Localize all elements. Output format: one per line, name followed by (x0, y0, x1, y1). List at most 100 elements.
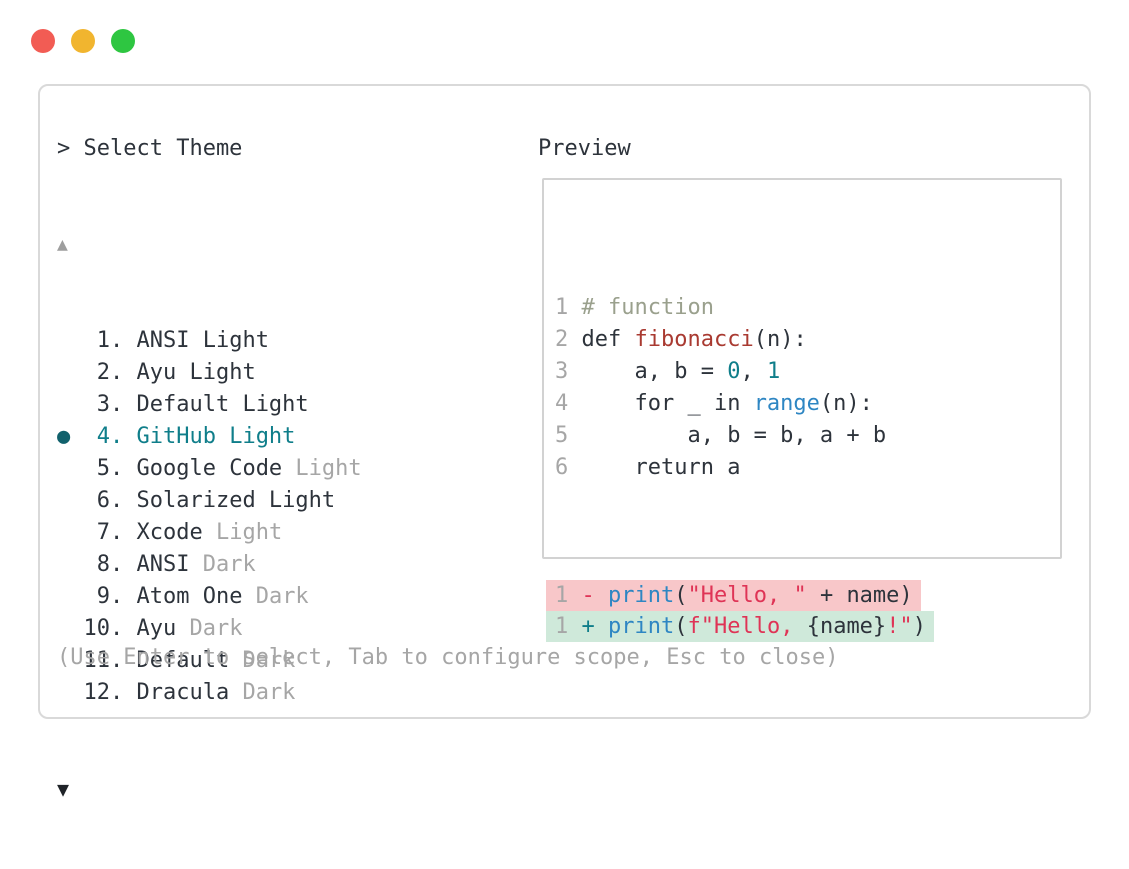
code-token-plain: return a (581, 455, 741, 480)
theme-name: Ayu (136, 616, 177, 641)
preview-title: Preview (538, 136, 631, 161)
bullet-slot (57, 360, 84, 385)
code-token-plain: def (581, 327, 635, 352)
code-token-plain: a, b = (581, 359, 728, 384)
code-token-plain: ( (674, 583, 688, 608)
theme-number: 10. (83, 616, 137, 641)
theme-option[interactable]: 2. Ayu Light (57, 357, 362, 389)
theme-variant: Light (202, 520, 283, 545)
theme-name: Dracula (136, 680, 230, 705)
theme-option[interactable]: 12. Dracula Dark (57, 677, 362, 709)
keyboard-hint: (Use Enter to select, Tab to configure s… (57, 645, 839, 670)
theme-name: Google Code (136, 456, 283, 481)
bullet-slot (57, 328, 84, 353)
diff-sign-icon: - (581, 583, 608, 608)
bullet-slot (57, 552, 84, 577)
code-line: 3 a, b = 0, 1 (555, 356, 934, 388)
code-token-builtin: print (608, 583, 675, 608)
line-number: 3 (555, 359, 582, 384)
code-token-comment: # function (581, 295, 714, 320)
bullet-slot (57, 616, 84, 641)
select-theme-title: > Select Theme (57, 136, 243, 161)
code-line: 1 # function (555, 292, 934, 324)
bullet-slot (57, 680, 84, 705)
code-line: 6 return a (555, 452, 934, 484)
scroll-down-icon[interactable]: ▼ (57, 777, 70, 801)
theme-list: ▲ 1. ANSI Light 2. Ayu Light 3. Default … (57, 165, 362, 869)
diff-line-removed: 1 - print("Hello, " + name) (546, 580, 921, 611)
zoom-icon[interactable] (111, 29, 135, 53)
code-token-plain: a, b = b, a + b (581, 423, 887, 448)
code-token-string: !" (886, 614, 913, 639)
theme-option[interactable]: 11. Default Dark (57, 645, 362, 677)
code-token-number: 1 (766, 359, 781, 384)
minimize-icon[interactable] (71, 29, 95, 53)
code-line: 5 a, b = b, a + b (555, 420, 934, 452)
theme-option[interactable]: 3. Default Light (57, 389, 362, 421)
theme-picker-window: > Select Theme Preview ▲ 1. ANSI Light 2… (38, 84, 1091, 801)
code-token-string: f"Hello, (687, 614, 807, 639)
theme-number: 12. (83, 680, 137, 705)
selected-bullet-icon: ● (57, 424, 84, 449)
bullet-slot (57, 520, 84, 545)
code-token-string: "Hello, " (687, 583, 807, 608)
theme-variant: Dark (229, 648, 296, 673)
bullet-slot (57, 456, 84, 481)
theme-option[interactable]: 7. Xcode Light (57, 517, 362, 549)
window-controls (31, 29, 135, 53)
theme-option[interactable]: 10. Ayu Dark (57, 613, 362, 645)
code-token-builtin: range (753, 391, 820, 416)
diff-sign-icon: + (581, 614, 608, 639)
bullet-slot (57, 488, 84, 513)
theme-number: 11. (83, 648, 137, 673)
theme-number: 7. (83, 520, 137, 545)
theme-number: 9. (83, 584, 137, 609)
code-token-plain: ) (912, 614, 926, 639)
code-token-plain: (n): (819, 391, 873, 416)
theme-name: Xcode (136, 520, 203, 545)
theme-number: 6. (83, 488, 137, 513)
theme-name: Ayu Light (136, 360, 256, 385)
code-token-number: 0 (727, 359, 741, 384)
code-token-function: fibonacci (634, 327, 754, 352)
theme-option[interactable]: ● 4. GitHub Light (57, 421, 362, 453)
theme-variant: Dark (189, 552, 256, 577)
theme-option[interactable]: 9. Atom One Dark (57, 581, 362, 613)
theme-option[interactable]: 6. Solarized Light (57, 485, 362, 517)
code-line: 2 def fibonacci(n): (555, 324, 934, 356)
theme-number: 5. (83, 456, 137, 481)
theme-number: 4. (83, 424, 137, 449)
line-number: 1 (555, 614, 582, 639)
theme-name: ANSI (136, 552, 190, 577)
theme-variant: Dark (176, 616, 243, 641)
theme-name: Solarized Light (136, 488, 336, 513)
theme-option[interactable]: 5. Google Code Light (57, 453, 362, 485)
theme-variant: Dark (242, 584, 309, 609)
theme-option[interactable]: 8. ANSI Dark (57, 549, 362, 581)
bullet-slot (57, 392, 84, 417)
close-icon[interactable] (31, 29, 55, 53)
theme-number: 1. (83, 328, 137, 353)
code-token-plain: , (740, 359, 767, 384)
theme-name: Default Light (136, 392, 309, 417)
code-token-plain: for _ in (581, 391, 754, 416)
theme-option[interactable]: 1. ANSI Light (57, 325, 362, 357)
theme-name: GitHub Light (136, 424, 296, 449)
line-number: 4 (555, 391, 582, 416)
line-number: 1 (555, 583, 582, 608)
code-token-plain: ( (674, 614, 688, 639)
bullet-slot (57, 584, 84, 609)
code-token-plain: {name} (806, 614, 887, 639)
theme-number: 3. (83, 392, 137, 417)
line-number: 1 (555, 295, 582, 320)
diff-line-added: 1 + print(f"Hello, {name}!") (546, 611, 934, 642)
theme-name: Atom One (136, 584, 243, 609)
code-token-plain: + name) (806, 583, 913, 608)
theme-number: 2. (83, 360, 137, 385)
theme-number: 8. (83, 552, 137, 577)
theme-variant: Dark (229, 680, 296, 705)
line-number: 6 (555, 455, 582, 480)
scroll-up-icon[interactable]: ▲ (57, 234, 68, 255)
